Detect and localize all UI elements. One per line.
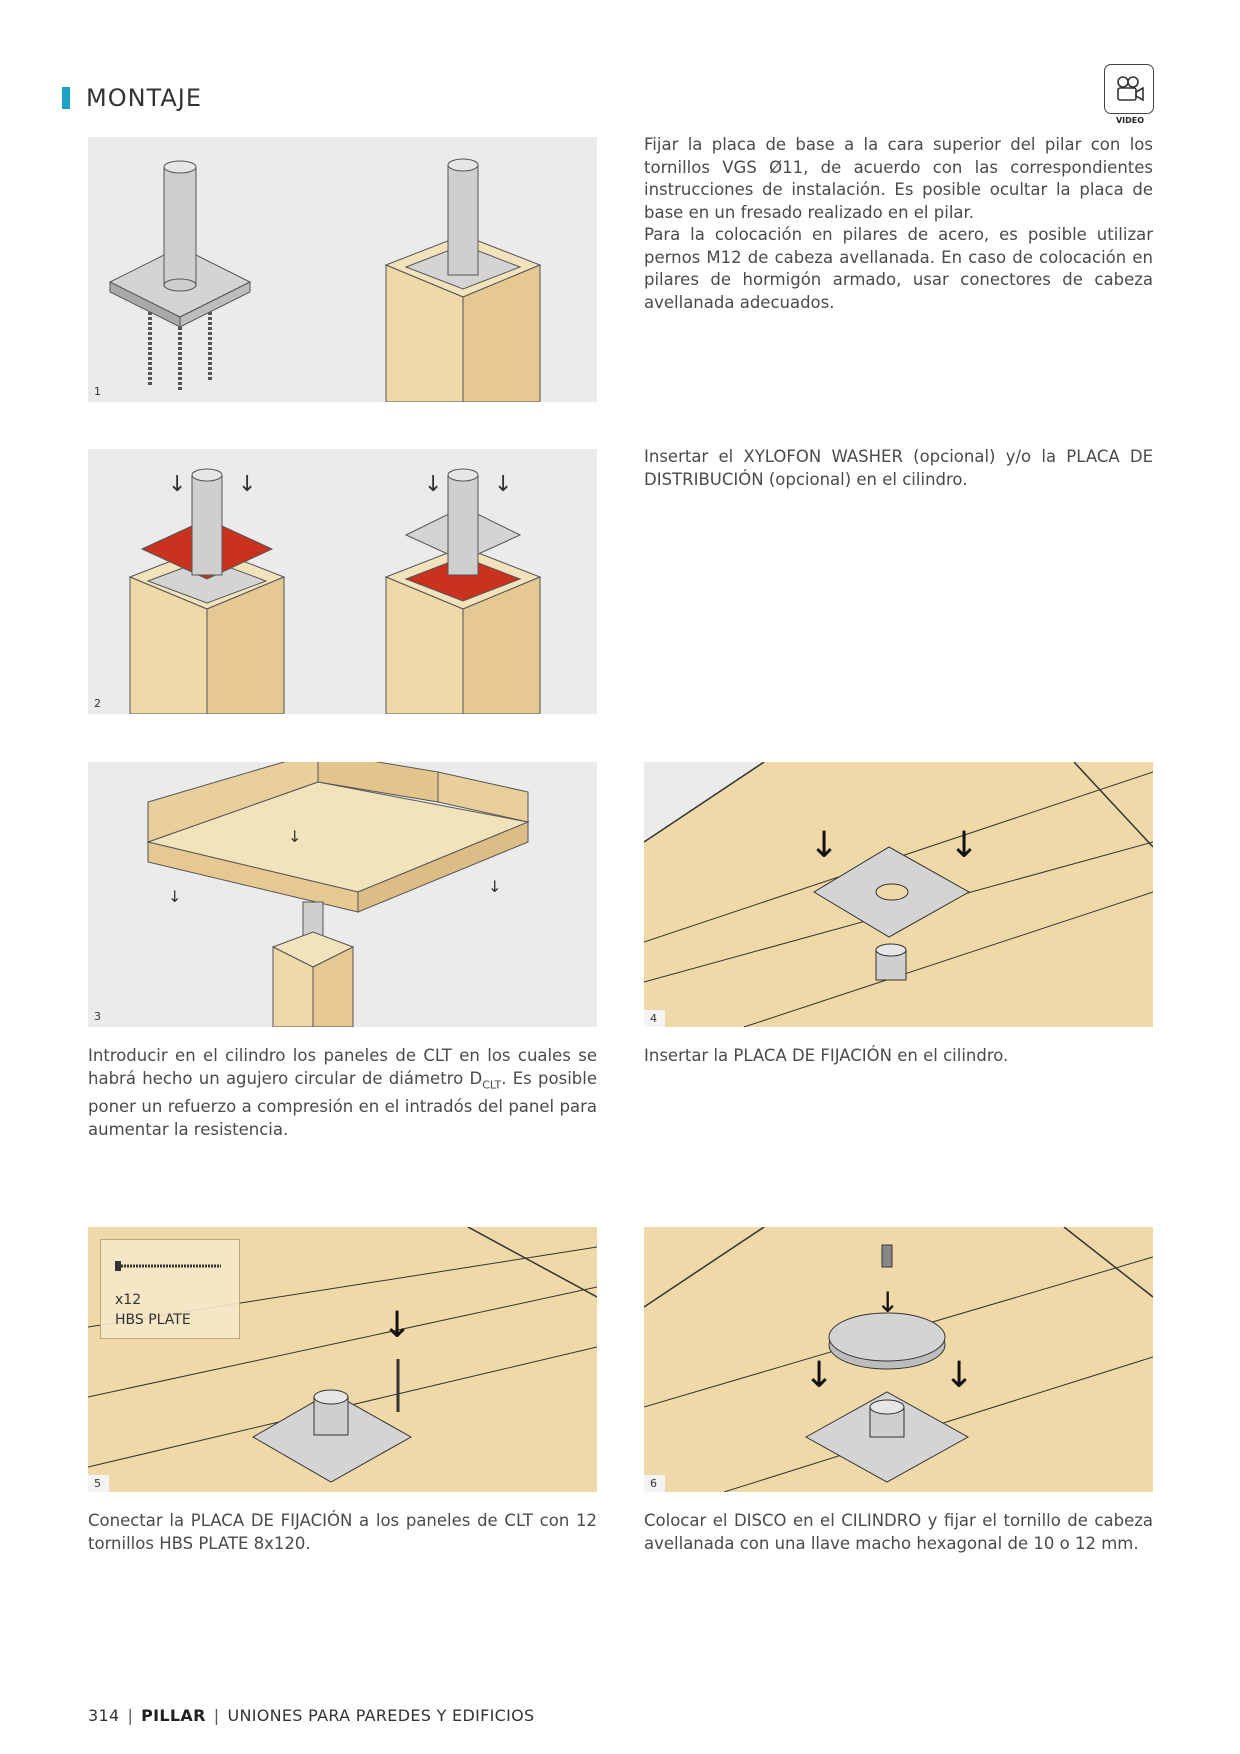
step-2-illustration: ↓ ↓ ↓ ↓ 2 <box>88 449 597 714</box>
page-footer: 314|PILLAR|UNIONES PARA PAREDES Y EDIFIC… <box>88 1706 535 1725</box>
step-1-description: Fijar la placa de base a la cara superio… <box>644 134 1153 314</box>
step-1-paragraph-1: Fijar la placa de base a la cara superio… <box>644 135 1153 222</box>
step-number: 2 <box>94 697 101 710</box>
step-number: 3 <box>94 1010 101 1023</box>
hbs-plate-legend: x12 HBS PLATE <box>100 1239 240 1339</box>
disc-on-cylinder-icon: ↓ ↓ ↓ <box>644 1227 1153 1492</box>
step-number: 5 <box>88 1475 109 1492</box>
step-number: 4 <box>644 1010 665 1027</box>
clt-panels-icon: ↓ ↓ ↓ <box>146 762 530 1027</box>
svg-text:↓: ↓ <box>804 1355 834 1396</box>
step-3-illustration: ↓ ↓ ↓ 3 <box>88 762 597 1027</box>
video-camera-icon <box>1104 64 1154 114</box>
svg-text:↓: ↓ <box>238 472 256 497</box>
fixing-plate-icon: ↓ ↓ <box>644 762 1153 1027</box>
svg-text:↓: ↓ <box>809 825 839 866</box>
section-title-text: MONTAJE <box>86 84 203 112</box>
step-5-text: Conectar la PLACA DE FIJACIÓN a los pane… <box>88 1511 597 1553</box>
step-1-paragraph-2: Para la colocación en pilares de acero, … <box>644 225 1153 312</box>
step-number: 6 <box>644 1475 665 1492</box>
section-title: MONTAJE <box>62 84 202 112</box>
video-badge[interactable]: VIDEO <box>1104 64 1156 130</box>
section-accent-bar <box>62 87 70 109</box>
base-plate-with-screws-icon <box>108 160 252 392</box>
step-2-text: Insertar el XYLOFON WASHER (opcional) y/… <box>644 447 1153 489</box>
screw-icon <box>115 1261 221 1271</box>
clt-subscript: CLT <box>482 1077 502 1091</box>
step-6-description: Colocar el DISCO en el CILINDRO y fijar … <box>644 1510 1153 1555</box>
svg-text:↓: ↓ <box>494 472 512 497</box>
step-3-description: Introducir en el cilindro los paneles de… <box>88 1045 597 1141</box>
legend-quantity: x12 <box>115 1292 142 1308</box>
svg-text:↓: ↓ <box>168 887 181 906</box>
step-4-text: Insertar la PLACA DE FIJACIÓN en el cili… <box>644 1046 1009 1065</box>
svg-text:↓: ↓ <box>944 1355 974 1396</box>
step-number: 1 <box>94 385 101 398</box>
step-2-description: Insertar el XYLOFON WASHER (opcional) y/… <box>644 446 1153 491</box>
step-6-illustration: ↓ ↓ ↓ 6 <box>644 1227 1153 1492</box>
step-4-illustration: ↓ ↓ 4 <box>644 762 1153 1027</box>
svg-text:↓: ↓ <box>168 472 186 497</box>
product-name: PILLAR <box>141 1706 206 1725</box>
xylofon-washer-left-icon: ↓ ↓ <box>128 468 286 714</box>
step-5-illustration: ↓ x12 HBS PLATE 5 <box>88 1227 597 1492</box>
step-5-description: Conectar la PLACA DE FIJACIÓN a los pane… <box>88 1510 597 1555</box>
svg-text:↓: ↓ <box>288 827 301 846</box>
video-label: VIDEO <box>1115 116 1145 125</box>
step-3-text: Introducir en el cilindro los paneles de… <box>88 1046 598 1139</box>
category-name: UNIONES PARA PAREDES Y EDIFICIOS <box>227 1706 535 1725</box>
step-4-description: Insertar la PLACA DE FIJACIÓN en el cili… <box>644 1045 1153 1068</box>
svg-text:↓: ↓ <box>488 877 501 896</box>
svg-text:↓: ↓ <box>876 1286 899 1319</box>
distribution-plate-right-icon: ↓ ↓ <box>384 468 542 714</box>
timber-pillar-with-plate-icon <box>384 158 542 402</box>
step-6-text: Colocar el DISCO en el CILINDRO y fijar … <box>644 1511 1153 1553</box>
svg-text:↓: ↓ <box>382 1305 412 1346</box>
legend-screw-name: HBS PLATE <box>115 1312 191 1328</box>
svg-text:↓: ↓ <box>424 472 442 497</box>
page-number: 314 <box>88 1706 120 1725</box>
step-1-illustration: 1 <box>88 137 597 402</box>
svg-text:↓: ↓ <box>949 825 979 866</box>
